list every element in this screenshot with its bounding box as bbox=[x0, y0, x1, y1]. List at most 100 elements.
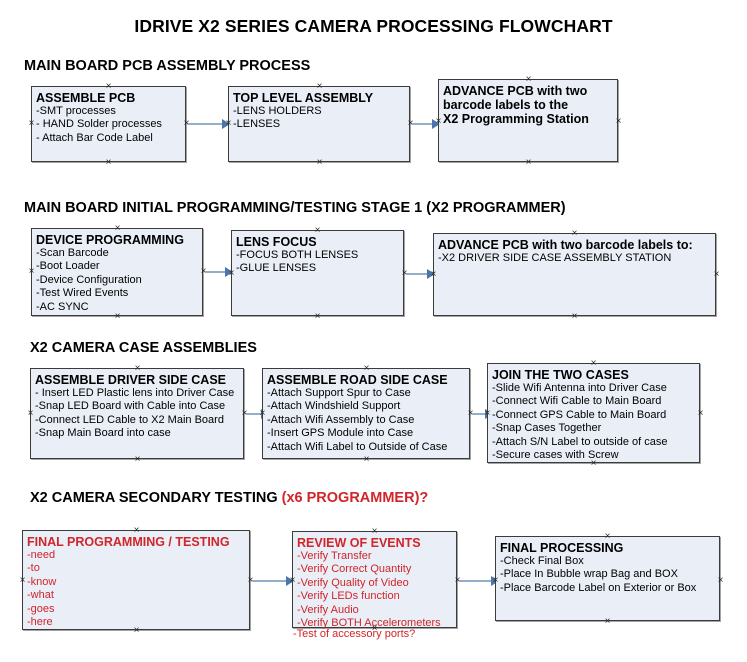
box-title: TOP LEVEL ASSEMBLY bbox=[233, 91, 374, 105]
box-title: FINAL PROGRAMMING / TESTING bbox=[27, 535, 230, 549]
section-heading-main-board-initial-programming-testing-stage-1: MAIN BOARD INITIAL PROGRAMMING/TESTING S… bbox=[24, 200, 566, 216]
box-line: -Attach Windshield Support bbox=[267, 400, 401, 413]
box-line: barcode labels to the bbox=[443, 98, 569, 112]
box-line: -Snap LED Board with Cable into Case bbox=[35, 400, 226, 413]
box-assemble-driver-side-case[interactable]: ASSEMBLE DRIVER SIDE CASE - Insert LED P… bbox=[30, 368, 244, 459]
box-line: -Scan Barcode bbox=[36, 247, 109, 259]
section-heading-text: MAIN BOARD PCB ASSEMBLY PROCESS bbox=[24, 58, 311, 74]
connection-point-marker bbox=[570, 229, 579, 238]
box-line: -Insert GPS Module into Case bbox=[267, 427, 414, 440]
connector-line bbox=[406, 273, 432, 275]
connection-point-marker bbox=[18, 576, 27, 585]
box-title: ADVANCE PCB with two bbox=[443, 84, 588, 98]
box-line: -Slide Wifi Antenna into Driver Case bbox=[492, 382, 667, 394]
connection-point-marker bbox=[227, 269, 236, 278]
box-title: REVIEW OF EVENTS bbox=[297, 536, 421, 550]
box-assemble-pcb[interactable]: ASSEMBLE PCB -SMT processes - HAND Solde… bbox=[31, 86, 186, 162]
box-overflow-line: -Test of accessory ports? bbox=[293, 628, 416, 640]
connection-point-marker bbox=[524, 75, 533, 84]
box-line: -X2 DRIVER SIDE CASE ASSEMBLY STATION bbox=[438, 252, 672, 264]
box-title: FINAL PROCESSING bbox=[500, 541, 624, 555]
box-line: -Snap Cases Together bbox=[492, 422, 602, 435]
connector-line bbox=[188, 123, 226, 125]
section-heading-text: MAIN BOARD INITIAL PROGRAMMING/TESTING S… bbox=[24, 200, 566, 216]
section-heading-text: X2 CAMERA CASE ASSEMBLIES bbox=[30, 340, 257, 356]
box-line: - Attach Bar Code Label bbox=[36, 131, 153, 144]
connection-point-marker bbox=[315, 82, 324, 91]
connection-point-marker bbox=[603, 532, 612, 541]
connector-line bbox=[412, 123, 435, 125]
connection-point-marker bbox=[133, 364, 142, 373]
connection-point-marker bbox=[26, 409, 35, 418]
connection-point-marker bbox=[315, 158, 324, 167]
box-line: -goes bbox=[27, 602, 55, 615]
box-line: -Verify Quality of Video bbox=[297, 576, 409, 589]
box-line: -Test Wired Events bbox=[36, 287, 129, 300]
connection-point-marker bbox=[27, 267, 36, 276]
box-line: -know bbox=[27, 575, 57, 588]
box-title: ADVANCE PCB with two barcode labels to: bbox=[438, 238, 693, 252]
connection-point-marker bbox=[603, 617, 612, 626]
box-line: -Verify Audio bbox=[297, 603, 359, 616]
connection-point-marker bbox=[570, 312, 579, 321]
box-final-processing[interactable]: FINAL PROCESSING -Check Final Box -Place… bbox=[495, 536, 720, 621]
box-line: -Device Configuration bbox=[36, 273, 142, 286]
box-line: -need bbox=[27, 549, 56, 561]
connection-point-marker bbox=[716, 576, 725, 585]
box-line: -Attach Wifi Assembly to Case bbox=[267, 413, 415, 426]
box-line: -AC SYNC bbox=[36, 300, 89, 313]
connection-point-marker bbox=[362, 364, 371, 373]
section-heading-x2-camera-secondary-testing: X2 CAMERA SECONDARY TESTING (x6 PROGRAMM… bbox=[30, 490, 428, 506]
box-advance-pcb-to-x2-programming-station[interactable]: ADVANCE PCB with two barcode labels to t… bbox=[438, 79, 618, 162]
connection-point-marker bbox=[483, 409, 492, 418]
box-line: -Check Final Box bbox=[500, 555, 584, 567]
connector-line bbox=[252, 580, 290, 582]
connection-point-marker bbox=[614, 117, 623, 126]
box-title: DEVICE PROGRAMMING bbox=[36, 233, 184, 247]
connector-line bbox=[459, 580, 495, 582]
box-line: -FOCUS BOTH LENSES bbox=[236, 249, 359, 261]
box-final-programming-testing[interactable]: FINAL PROGRAMMING / TESTING -need -to -k… bbox=[22, 530, 250, 630]
box-review-of-events[interactable]: REVIEW OF EVENTS -Verify Transfer -Verif… bbox=[292, 531, 457, 629]
box-line: -Verify Transfer bbox=[297, 550, 372, 562]
connection-point-marker bbox=[132, 526, 141, 535]
connection-point-marker bbox=[370, 527, 379, 536]
box-line: -Connect Wifi Cable to Main Board bbox=[492, 395, 662, 408]
connection-point-marker bbox=[104, 82, 113, 91]
connector-line bbox=[246, 413, 265, 415]
box-assemble-road-side-case[interactable]: ASSEMBLE ROAD SIDE CASE -Attach Support … bbox=[262, 368, 470, 459]
box-line: -here bbox=[27, 616, 53, 629]
connection-point-marker bbox=[589, 359, 598, 368]
connection-point-marker bbox=[258, 409, 267, 418]
box-lens-focus[interactable]: LENS FOCUS -FOCUS BOTH LENSES -GLUE LENS… bbox=[231, 230, 404, 316]
box-line: -Attach Wifi Label to Outside of Case bbox=[267, 440, 448, 453]
box-title: ASSEMBLE DRIVER SIDE CASE bbox=[35, 373, 227, 387]
box-line: -Snap Main Board into case bbox=[35, 427, 171, 440]
box-join-the-two-cases[interactable]: JOIN THE TWO CASES -Slide Wifi Antenna i… bbox=[487, 363, 700, 463]
box-line: -Attach Support Spur to Case bbox=[267, 387, 411, 399]
box-title: JOIN THE TWO CASES bbox=[492, 368, 629, 382]
connection-point-marker bbox=[104, 158, 113, 167]
connection-point-marker bbox=[288, 576, 297, 585]
box-device-programming[interactable]: DEVICE PROGRAMMING -Scan Barcode -Boot L… bbox=[31, 228, 203, 316]
box-line: - HAND Solder processes bbox=[36, 118, 162, 131]
page-title: IDRIVE X2 SERIES CAMERA PROCESSING FLOWC… bbox=[134, 16, 613, 36]
box-line: -Connect GPS Cable to Main Board bbox=[492, 408, 667, 421]
box-line: -GLUE LENSES bbox=[236, 262, 317, 275]
connection-point-marker bbox=[132, 626, 141, 635]
connection-point-marker bbox=[434, 117, 443, 126]
box-line: -LENS HOLDERS bbox=[233, 105, 322, 117]
connection-point-marker bbox=[224, 119, 233, 128]
connection-point-marker bbox=[133, 455, 142, 464]
section-heading-x2-camera-case-assemblies: X2 CAMERA CASE ASSEMBLIES bbox=[30, 340, 257, 356]
box-title: ASSEMBLE ROAD SIDE CASE bbox=[267, 373, 448, 387]
box-top-level-assembly[interactable]: TOP LEVEL ASSEMBLY -LENS HOLDERS -LENSES bbox=[228, 86, 410, 162]
connection-point-marker bbox=[589, 459, 598, 468]
box-line: -to bbox=[27, 562, 40, 575]
box-line: -Place In Bubble wrap Bag and BOX bbox=[500, 568, 678, 581]
box-advance-pcb-to-driver-side-case-assembly-station[interactable]: ADVANCE PCB with two barcode labels to: … bbox=[433, 233, 716, 316]
box-line: -SMT processes bbox=[36, 105, 116, 117]
box-line: X2 Programming Station bbox=[443, 112, 589, 126]
box-line: -LENSES bbox=[233, 118, 281, 131]
